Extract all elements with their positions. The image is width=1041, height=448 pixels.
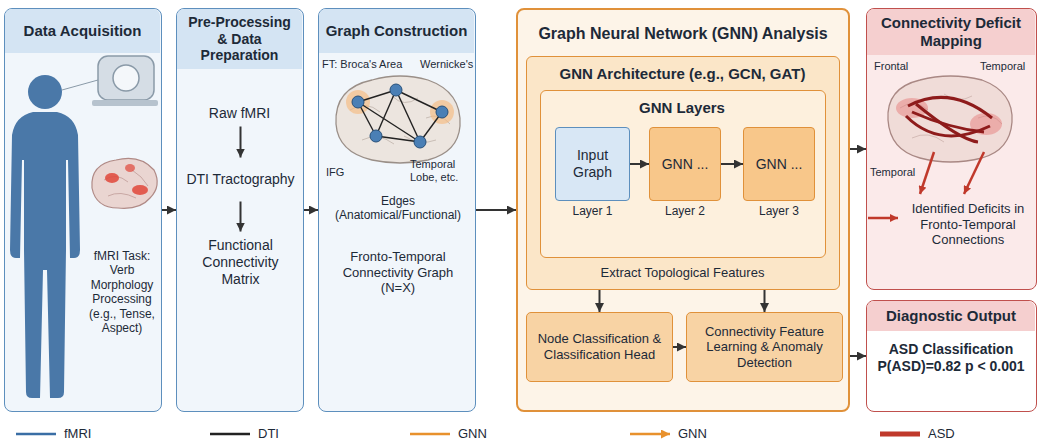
flow-arrow xyxy=(240,202,242,232)
brain-deficit xyxy=(868,76,1012,218)
node-heading: Input Graph xyxy=(560,147,625,181)
step-text: Raw fMRI xyxy=(182,100,298,127)
region-label: Temporal Lobe, etc. xyxy=(410,158,474,184)
flow-arrow xyxy=(476,209,516,211)
region-label: Edges (Anatomical/Functional) xyxy=(324,194,472,223)
node-body-text: Extract Topological Features xyxy=(527,265,838,281)
flow-arrow xyxy=(599,290,601,312)
legend-line-sample xyxy=(16,433,56,436)
flow-arrow xyxy=(240,127,242,158)
layer-caption: Layer 1 xyxy=(544,204,641,218)
brain-activation xyxy=(92,158,157,208)
step-text: DTI Tractography xyxy=(182,158,300,202)
layer-caption: Layer 2 xyxy=(638,204,732,218)
legend-line-sample xyxy=(410,433,450,436)
layer-box: GNN ...Layer 2 xyxy=(649,127,721,201)
node-heading: Pre-Processing & Data Preparation xyxy=(177,9,302,69)
node-body-text: Identified Deficits in Fronto-Temporal C… xyxy=(903,201,1033,248)
legend-text: fMRI xyxy=(64,426,91,442)
node-heading: GNN Layers xyxy=(541,99,824,117)
node-body-text: ASD Classification P(ASD)=0.82 p < 0.001 xyxy=(873,341,1029,375)
node-heading: GNN ... xyxy=(662,156,709,173)
flow-arrow xyxy=(630,163,649,165)
architecture-box: GNN Architecture (e.g., GCN, GAT) Extract… xyxy=(526,56,840,290)
node-body-text: Fronto-Temporal Connectivity Graph (N=X) xyxy=(325,249,471,296)
human-silhouette xyxy=(10,75,80,398)
legend-line-sample xyxy=(210,433,250,436)
flow-arrow xyxy=(850,148,866,150)
legend-text: GNN xyxy=(458,426,487,442)
node-heading: Node Classification & Classification Hea… xyxy=(531,331,668,362)
legend-line-sample xyxy=(880,432,920,437)
legend-line-sample xyxy=(630,433,670,436)
node-heading: Raw fMRI xyxy=(209,105,270,122)
process-box: Node Classification & Classification Hea… xyxy=(526,312,673,382)
region-label: Temporal xyxy=(870,166,926,179)
flow-arrow xyxy=(850,355,866,357)
flow-arrow xyxy=(162,209,176,211)
node-heading: Functional Connectivity Matrix xyxy=(186,237,296,287)
stage-panel: Graph Neural Network (GNN) AnalysisGNN A… xyxy=(516,8,850,412)
flow-arrow xyxy=(721,163,743,165)
node-heading: GNN Architecture (e.g., GCN, GAT) xyxy=(527,65,838,83)
layer-box: Input GraphLayer 1 xyxy=(555,127,630,201)
legend-text: ASD xyxy=(928,426,955,442)
flow-arrow xyxy=(764,290,766,312)
legend-text: DTI xyxy=(258,426,279,442)
region-label: FT: Broca's Area xyxy=(322,58,416,71)
node-heading: GNN ... xyxy=(756,156,803,173)
region-label: IFG xyxy=(326,166,356,179)
layer-caption: Layer 3 xyxy=(732,204,826,218)
node-body-text: fMRI Task: Verb Morphology Processing (e… xyxy=(83,249,161,335)
output-panel: Diagnostic OutputASD Classification P(AS… xyxy=(866,300,1037,412)
node-heading: Graph Construction xyxy=(319,9,474,53)
layers-box: GNN LayersInput GraphLayer 1GNN ...Layer… xyxy=(540,90,826,258)
brain-graph xyxy=(336,76,460,163)
step-text: Functional Connectivity Matrix xyxy=(182,232,300,294)
region-label: Temporal xyxy=(980,60,1034,73)
process-box: Connectivity Feature Learning & Anomaly … xyxy=(686,312,843,382)
node-heading: DTI Tractography xyxy=(186,171,294,188)
flow-arrow xyxy=(304,209,318,211)
mri-scanner xyxy=(62,56,158,106)
flow-arrow xyxy=(673,346,686,348)
node-heading: Diagnostic Output xyxy=(867,301,1035,331)
node-heading: Connectivity Feature Learning & Anomaly … xyxy=(691,324,838,371)
node-heading: Data Acquisition xyxy=(5,9,160,53)
region-label: Frontal xyxy=(874,60,930,73)
node-heading: Connectivity Deficit Mapping xyxy=(867,9,1035,55)
layer-box: GNN ...Layer 3 xyxy=(743,127,815,201)
legend-text: GNN xyxy=(678,426,707,442)
region-label: Wernicke's xyxy=(420,58,474,71)
node-heading: Graph Neural Network (GNN) Analysis xyxy=(518,24,848,43)
